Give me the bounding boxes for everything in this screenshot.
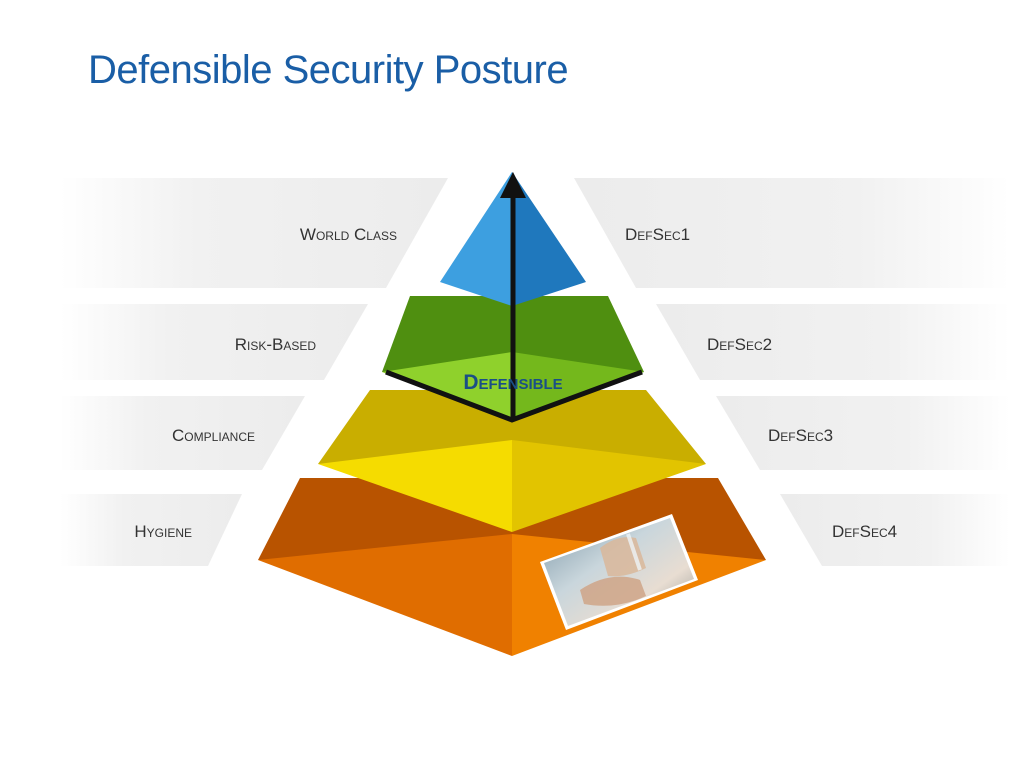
band-left-4	[60, 494, 242, 566]
band-right-3	[716, 396, 1010, 470]
pyramid-tier-world-class	[440, 172, 586, 306]
band-right-2	[656, 304, 1010, 380]
band-left-2	[60, 304, 368, 380]
label-defsec2: DefSec2	[707, 335, 772, 354]
label-risk-based: Risk-Based	[235, 335, 317, 354]
label-defensible: Defensible	[463, 371, 562, 394]
label-hygiene: Hygiene	[134, 522, 192, 541]
label-defsec1: DefSec1	[625, 225, 690, 244]
label-compliance: Compliance	[172, 426, 255, 445]
band-left-1	[60, 178, 448, 288]
arrow-up-icon	[500, 172, 526, 198]
slide-title: Defensible Security Posture	[88, 48, 569, 92]
label-defsec4: DefSec4	[832, 522, 897, 541]
hand-washing-photo	[540, 514, 698, 630]
pyramid-tier-compliance	[318, 390, 706, 532]
band-right-1	[574, 178, 1010, 288]
band-left-3	[60, 396, 305, 470]
band-right-4	[780, 494, 1010, 566]
label-defsec3: DefSec3	[768, 426, 833, 445]
label-world-class: World Class	[300, 225, 397, 244]
